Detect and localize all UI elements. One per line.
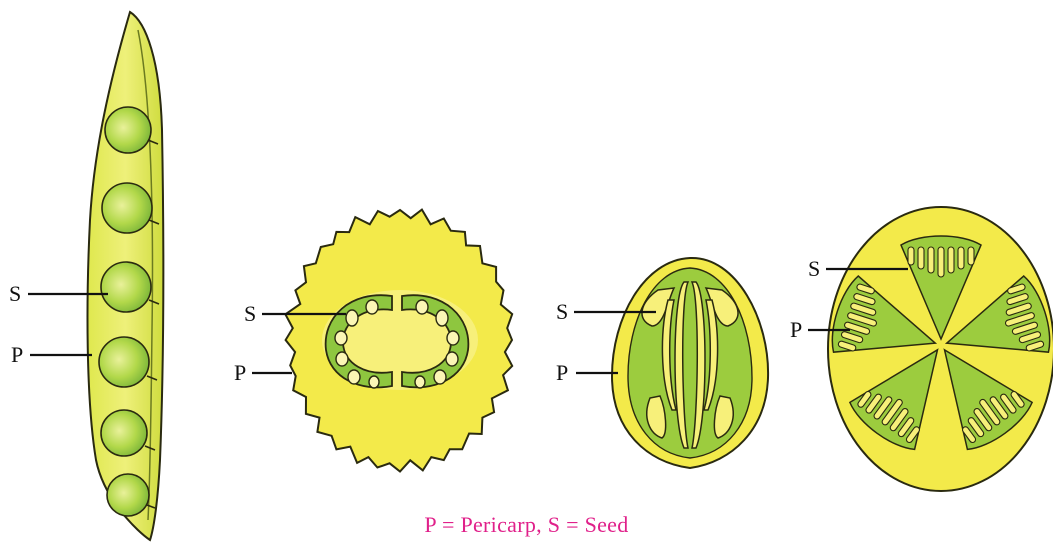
round-fruit-section-figure: S P: [234, 210, 512, 472]
seed: [928, 247, 934, 273]
seed: [336, 352, 348, 366]
seed: [415, 376, 425, 388]
oval-fruit-section-figure: S P: [556, 258, 768, 468]
pea-pod-figure: S P: [9, 12, 163, 540]
star-fruit-section-figure: S P: [790, 207, 1053, 491]
star-seed-label: S: [808, 256, 820, 281]
seed: [434, 370, 446, 384]
seed: [958, 247, 964, 269]
seed: [908, 247, 914, 265]
seed: [348, 370, 360, 384]
seed: [436, 310, 448, 326]
oval-pericarp-label: P: [556, 360, 568, 385]
pod-seed-label: S: [9, 281, 21, 306]
star-pericarp-label: P: [790, 317, 802, 342]
round-pericarp-label: P: [234, 360, 246, 385]
diagram-caption: P = Pericarp, S = Seed: [0, 512, 1053, 538]
seed: [447, 331, 459, 345]
seed: [918, 247, 924, 269]
round-seed-label: S: [244, 301, 256, 326]
pod-pericarp-label: P: [11, 342, 23, 367]
seed: [366, 300, 378, 314]
seed: [446, 352, 458, 366]
seed: [968, 247, 974, 265]
seed: [335, 331, 347, 345]
seed: [416, 300, 428, 314]
oval-seed-label: S: [556, 299, 568, 324]
seed: [369, 376, 379, 388]
seed: [346, 310, 358, 326]
seed: [938, 247, 944, 277]
seed: [948, 247, 954, 273]
